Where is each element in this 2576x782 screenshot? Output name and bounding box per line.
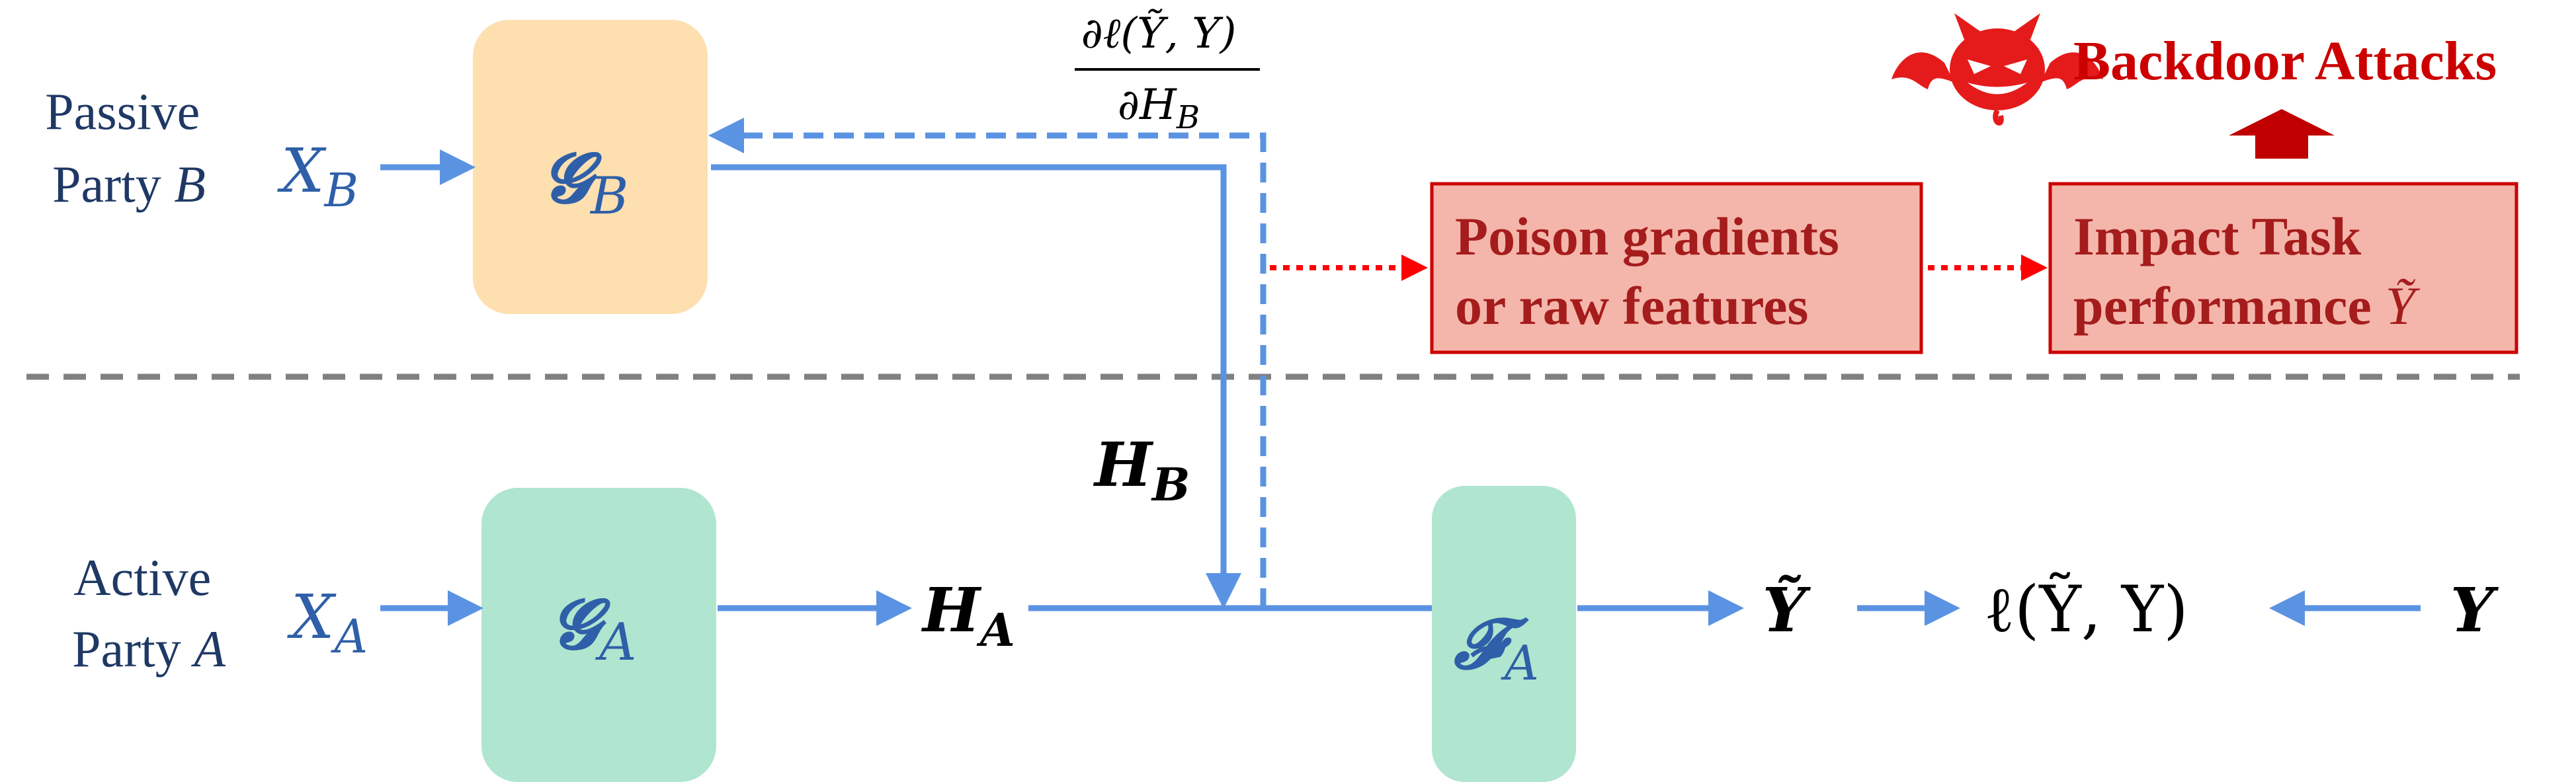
module-ga-box [481, 488, 716, 782]
module-ga-label: 𝓖A [551, 583, 636, 672]
var-loss: ℓ(Ỹ, Y) [1984, 572, 2188, 646]
input-xb: XB [277, 136, 358, 217]
passive-party-label: Passive Party B [45, 83, 213, 213]
var-y: Y [2450, 574, 2499, 646]
backdoor-attacks-title: Backdoor Attacks [2073, 30, 2497, 92]
module-fa-label: 𝓕A [1453, 603, 1539, 691]
gradient-numerator: ∂ℓ(Ỹ, Y) [1081, 9, 1237, 58]
input-xa: XA [287, 582, 368, 664]
devil-icon [1891, 13, 2103, 126]
poison-box-label: Poison gradients or raw features [1455, 206, 1852, 336]
impact-box-label: Impact Task performance Ỹ [2073, 206, 2420, 336]
arrow-gradient-to-gb [708, 118, 1267, 608]
impact-box [2048, 182, 2518, 354]
var-y-tilde: Ỹ [1763, 574, 1811, 646]
module-fa-box [1432, 486, 1576, 782]
var-hb: HB [1093, 429, 1190, 512]
arrow-up-to-attacks [2229, 109, 2335, 159]
module-gb-box [473, 20, 708, 314]
poison-box [1430, 182, 1923, 354]
var-ha: HA [921, 574, 1015, 657]
active-party-label: Active Party A [72, 549, 226, 678]
arrow-gb-to-merge [711, 164, 1241, 609]
gradient-denominator: ∂HB [1118, 81, 1200, 136]
